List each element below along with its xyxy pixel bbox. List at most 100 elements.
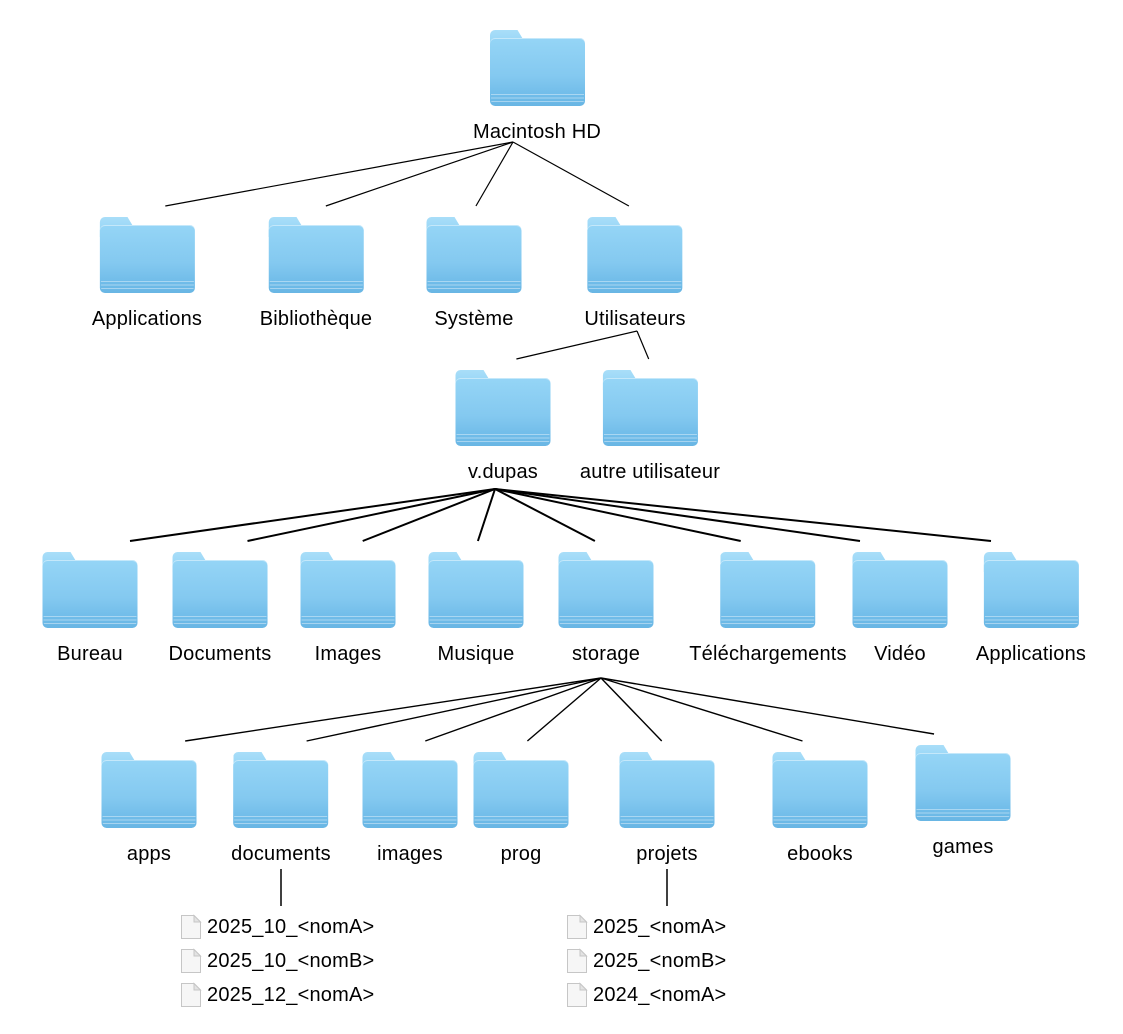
tree-node-bibliotheque: Bibliothèque xyxy=(260,217,373,332)
connector-storage-to-projets xyxy=(600,677,663,742)
folder-icon xyxy=(101,752,197,828)
folder-body xyxy=(426,225,522,293)
folder-body xyxy=(587,225,683,293)
folder-body xyxy=(915,753,1011,821)
tree-node-images-user: Images xyxy=(300,552,396,667)
file-item: 2025_10_<nomB> xyxy=(180,948,374,974)
folder-icon xyxy=(42,552,138,628)
folder-icon xyxy=(268,217,364,293)
folder-body xyxy=(602,378,698,446)
folder-label-musique: Musique xyxy=(437,643,515,665)
folder-icon xyxy=(233,752,329,828)
file-name: 2025_<nomA> xyxy=(593,916,727,938)
document-icon xyxy=(181,948,202,973)
connector-v-dupas-to-applications-user xyxy=(494,488,992,542)
document-icon xyxy=(567,914,588,939)
folder-label-bibliotheque: Bibliothèque xyxy=(259,308,373,330)
connector-v-dupas-to-images-user xyxy=(362,488,496,542)
folder-label-projets: projets xyxy=(636,843,698,865)
folder-icon xyxy=(772,752,868,828)
folder-body xyxy=(489,38,585,106)
tree-node-documents-user: Documents xyxy=(169,552,272,667)
folder-icon xyxy=(619,752,715,828)
folder-icon xyxy=(558,552,654,628)
folder-label-prog: prog xyxy=(500,843,542,865)
tree-node-storage: storage xyxy=(558,552,654,667)
folder-label-documents-storage: documents xyxy=(231,843,331,865)
folder-icon xyxy=(720,552,816,628)
tree-node-applications-user: Applications xyxy=(976,552,1086,667)
document-icon xyxy=(181,914,202,939)
folder-body xyxy=(473,760,569,828)
folder-label-ebooks: ebooks xyxy=(787,843,853,865)
tree-node-bureau: Bureau xyxy=(42,552,138,667)
file-item: 2025_<nomA> xyxy=(566,914,726,940)
tree-node-telechargements: Téléchargements xyxy=(689,552,847,667)
folder-icon xyxy=(983,552,1079,628)
file-list-documents-files: 2025_10_<nomA> 2025_10_<nomB> 2025_12_<nom… xyxy=(180,914,374,1008)
folder-icon xyxy=(915,745,1011,821)
folder-body xyxy=(455,378,551,446)
tree-node-documents-storage: documents xyxy=(231,752,331,867)
folder-icon xyxy=(455,370,551,446)
folder-label-applications-user: Applications xyxy=(975,643,1087,665)
tree-node-applications-root: Applications xyxy=(92,217,202,332)
connector-v-dupas-to-storage xyxy=(494,488,596,542)
folder-body xyxy=(233,760,329,828)
connector-storage-to-apps xyxy=(185,677,602,742)
document-icon xyxy=(181,982,202,1007)
connector-macintosh-hd-to-systeme xyxy=(475,141,514,207)
folder-label-games: games xyxy=(932,836,994,858)
tree-node-projets: projets xyxy=(619,752,715,867)
connector-v-dupas-to-bureau xyxy=(129,488,496,542)
folder-icon xyxy=(489,30,585,106)
connector-v-dupas-to-telechargements xyxy=(494,488,741,542)
document-icon xyxy=(567,948,588,973)
folder-label-utilisateurs: Utilisateurs xyxy=(584,308,686,330)
folder-body xyxy=(99,225,195,293)
folder-label-bureau: Bureau xyxy=(57,643,123,665)
folder-body xyxy=(42,560,138,628)
folder-body xyxy=(268,225,364,293)
file-name: 2024_<nomA> xyxy=(593,984,727,1006)
folder-icon xyxy=(300,552,396,628)
folder-icon xyxy=(99,217,195,293)
tree-node-macintosh-hd: Macintosh HD xyxy=(473,30,601,145)
connector-storage-to-games xyxy=(600,677,935,735)
connector-storage-to-ebooks xyxy=(600,677,803,742)
folder-icon xyxy=(362,752,458,828)
tree-node-musique: Musique xyxy=(428,552,524,667)
file-item: 2025_<nomB> xyxy=(566,948,726,974)
folder-label-documents-user: Documents xyxy=(168,643,272,665)
tree-node-prog: prog xyxy=(473,752,569,867)
tree-node-utilisateurs: Utilisateurs xyxy=(584,217,685,332)
connector-storage-to-images-storage xyxy=(425,677,602,742)
folder-icon xyxy=(473,752,569,828)
folder-body xyxy=(101,760,197,828)
tree-node-images-storage: images xyxy=(362,752,458,867)
file-item: 2025_12_<nomA> xyxy=(180,982,374,1008)
connector-v-dupas-to-video xyxy=(494,488,861,542)
folder-label-systeme: Système xyxy=(434,308,514,330)
document-icon xyxy=(567,982,588,1007)
file-name: 2025_12_<nomA> xyxy=(207,984,375,1006)
connector-storage-to-prog xyxy=(526,677,602,742)
folder-body xyxy=(772,760,868,828)
file-name: 2025_10_<nomA> xyxy=(207,916,375,938)
connector-storage-to-documents-storage xyxy=(306,677,602,742)
folder-icon xyxy=(602,370,698,446)
file-item: 2025_10_<nomA> xyxy=(180,914,374,940)
file-name: 2025_10_<nomB> xyxy=(207,950,375,972)
folder-body xyxy=(619,760,715,828)
folder-body xyxy=(300,560,396,628)
folder-icon xyxy=(587,217,683,293)
folder-icon xyxy=(426,217,522,293)
folder-label-images-storage: images xyxy=(377,843,443,865)
connector-utilisateurs-to-autre-utilisateur xyxy=(636,330,650,360)
connector-macintosh-hd-to-utilisateurs xyxy=(512,141,630,207)
connector-macintosh-hd-to-bibliotheque xyxy=(325,141,514,207)
connector-v-dupas-to-musique xyxy=(476,488,496,542)
folder-body xyxy=(362,760,458,828)
folder-body xyxy=(172,560,268,628)
